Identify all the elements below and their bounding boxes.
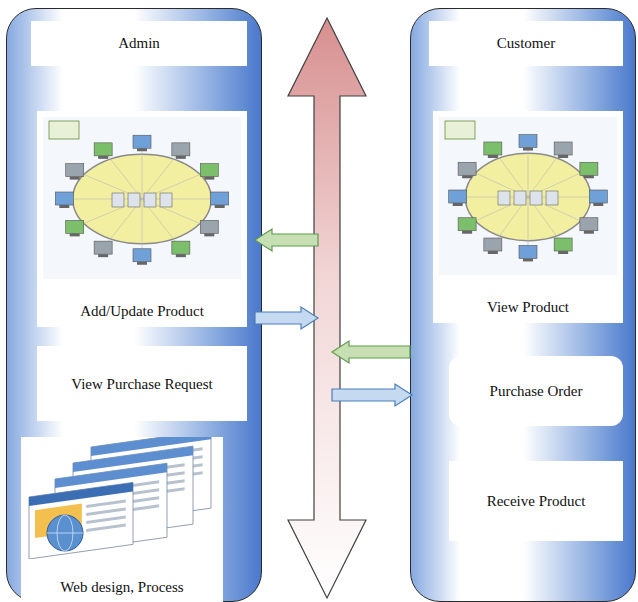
box-label: Purchase Order bbox=[490, 382, 583, 400]
swimlane-panel: AdminAdd/Update ProductView Purchase Req… bbox=[6, 8, 262, 602]
box-label: View Purchase Request bbox=[71, 375, 213, 393]
network-picture bbox=[433, 111, 623, 279]
box-label: Web design, Process bbox=[21, 578, 223, 597]
box-label: Add/Update Product bbox=[37, 302, 247, 321]
illustration-box: Web design, Process bbox=[21, 437, 223, 602]
process-box: Purchase Order bbox=[449, 356, 623, 426]
swimlane-panel: CustomerView ProductPurchase OrderReceiv… bbox=[410, 8, 636, 602]
box-label: Receive Product bbox=[487, 492, 586, 510]
process-box: View Purchase Request bbox=[37, 346, 247, 421]
lane-title: Customer bbox=[429, 21, 623, 66]
box-label: View Product bbox=[433, 298, 623, 317]
illustration-box: View Product bbox=[433, 111, 623, 323]
illustration-box: Add/Update Product bbox=[37, 111, 247, 327]
lane-title: Admin bbox=[31, 21, 247, 66]
process-box: Receive Product bbox=[449, 461, 623, 541]
web-pages-picture bbox=[21, 437, 223, 559]
network-picture bbox=[37, 111, 247, 283]
